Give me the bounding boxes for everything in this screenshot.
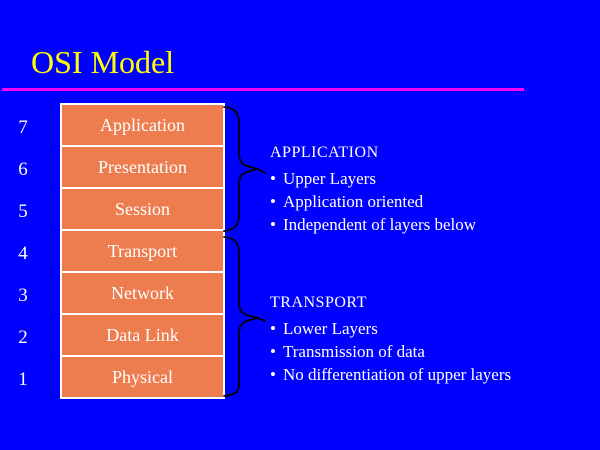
layer-number-5: 5 <box>18 201 28 222</box>
layer-number-1: 1 <box>18 369 28 390</box>
bullet-icon: • <box>270 319 276 338</box>
bullet-text: Lower Layers <box>282 319 378 338</box>
bullet-icon: • <box>270 192 276 211</box>
list-item: • Upper Layers <box>270 167 476 190</box>
layer-box-datalink: Data Link <box>62 315 223 357</box>
bullet-text: Transmission of data <box>282 342 425 361</box>
layer-number-3: 3 <box>18 285 28 306</box>
annotation-application-heading: APPLICATION <box>270 144 379 161</box>
bullet-icon: • <box>270 342 276 361</box>
bullet-text: Upper Layers <box>282 169 376 188</box>
bullet-icon: • <box>270 169 276 188</box>
list-item: • No differentiation of upper layers <box>270 363 511 386</box>
layer-box-physical: Physical <box>62 357 223 397</box>
layer-box-session: Session <box>62 189 223 231</box>
bullet-text: Independent of layers below <box>282 215 477 234</box>
layer-number-6: 6 <box>18 159 28 180</box>
layer-number-4: 4 <box>18 243 28 264</box>
bullet-icon: • <box>270 365 276 384</box>
list-item: • Application oriented <box>270 190 476 213</box>
brace-upper-icon <box>223 106 266 232</box>
list-item: • Independent of layers below <box>270 213 476 236</box>
layer-box-application: Application <box>62 105 223 147</box>
bullet-text: Application oriented <box>282 192 424 211</box>
osi-layer-stack: Application Presentation Session Transpo… <box>60 103 225 399</box>
brace-lower-icon <box>223 236 266 397</box>
layer-box-network: Network <box>62 273 223 315</box>
list-item: • Transmission of data <box>270 340 511 363</box>
brace-icons <box>223 106 266 397</box>
layer-number-7: 7 <box>18 117 28 138</box>
layer-box-transport: Transport <box>62 231 223 273</box>
annotation-application: APPLICATION • Upper Layers • Application o… <box>270 142 476 236</box>
bullet-text: No differentiation of upper layers <box>282 365 512 384</box>
annotation-transport-heading: TRANSPORT <box>270 294 367 311</box>
list-item: • Lower Layers <box>270 317 511 340</box>
layer-box-presentation: Presentation <box>62 147 223 189</box>
annotation-transport: TRANSPORT • Lower Layers • Transmission of… <box>270 292 511 386</box>
title-underline <box>2 88 524 91</box>
layer-number-2: 2 <box>18 327 28 348</box>
bullet-icon: • <box>270 215 276 234</box>
page-title: OSI Model <box>31 44 175 80</box>
